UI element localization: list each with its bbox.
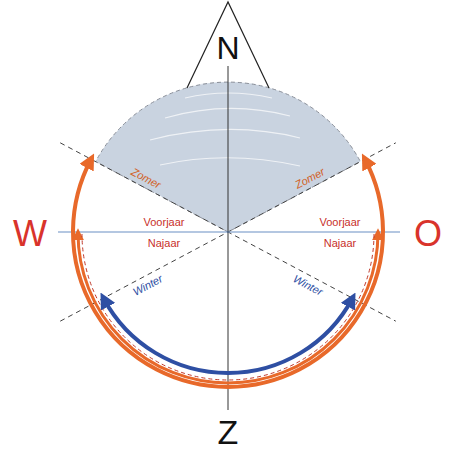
season-label: Winter [291,273,324,298]
north-south-axis [228,66,229,410]
sector-streaks [150,93,300,166]
compass-east: O [414,216,442,252]
compass-south: Z [218,415,239,449]
compass-north: N [216,32,239,64]
equinox-sun-path [78,233,378,383]
season-label: Voorjaar [320,217,361,228]
equinox-dashed-path [82,234,374,380]
season-label: Winter [131,273,164,298]
summer-sun-path [73,159,383,387]
compass-west: W [13,216,47,252]
west-east-axis [58,231,400,232]
winter-sun-path [104,298,353,373]
season-label: Najaar [148,238,180,249]
season-label: Voorjaar [144,217,185,228]
season-label: Najaar [324,238,356,249]
